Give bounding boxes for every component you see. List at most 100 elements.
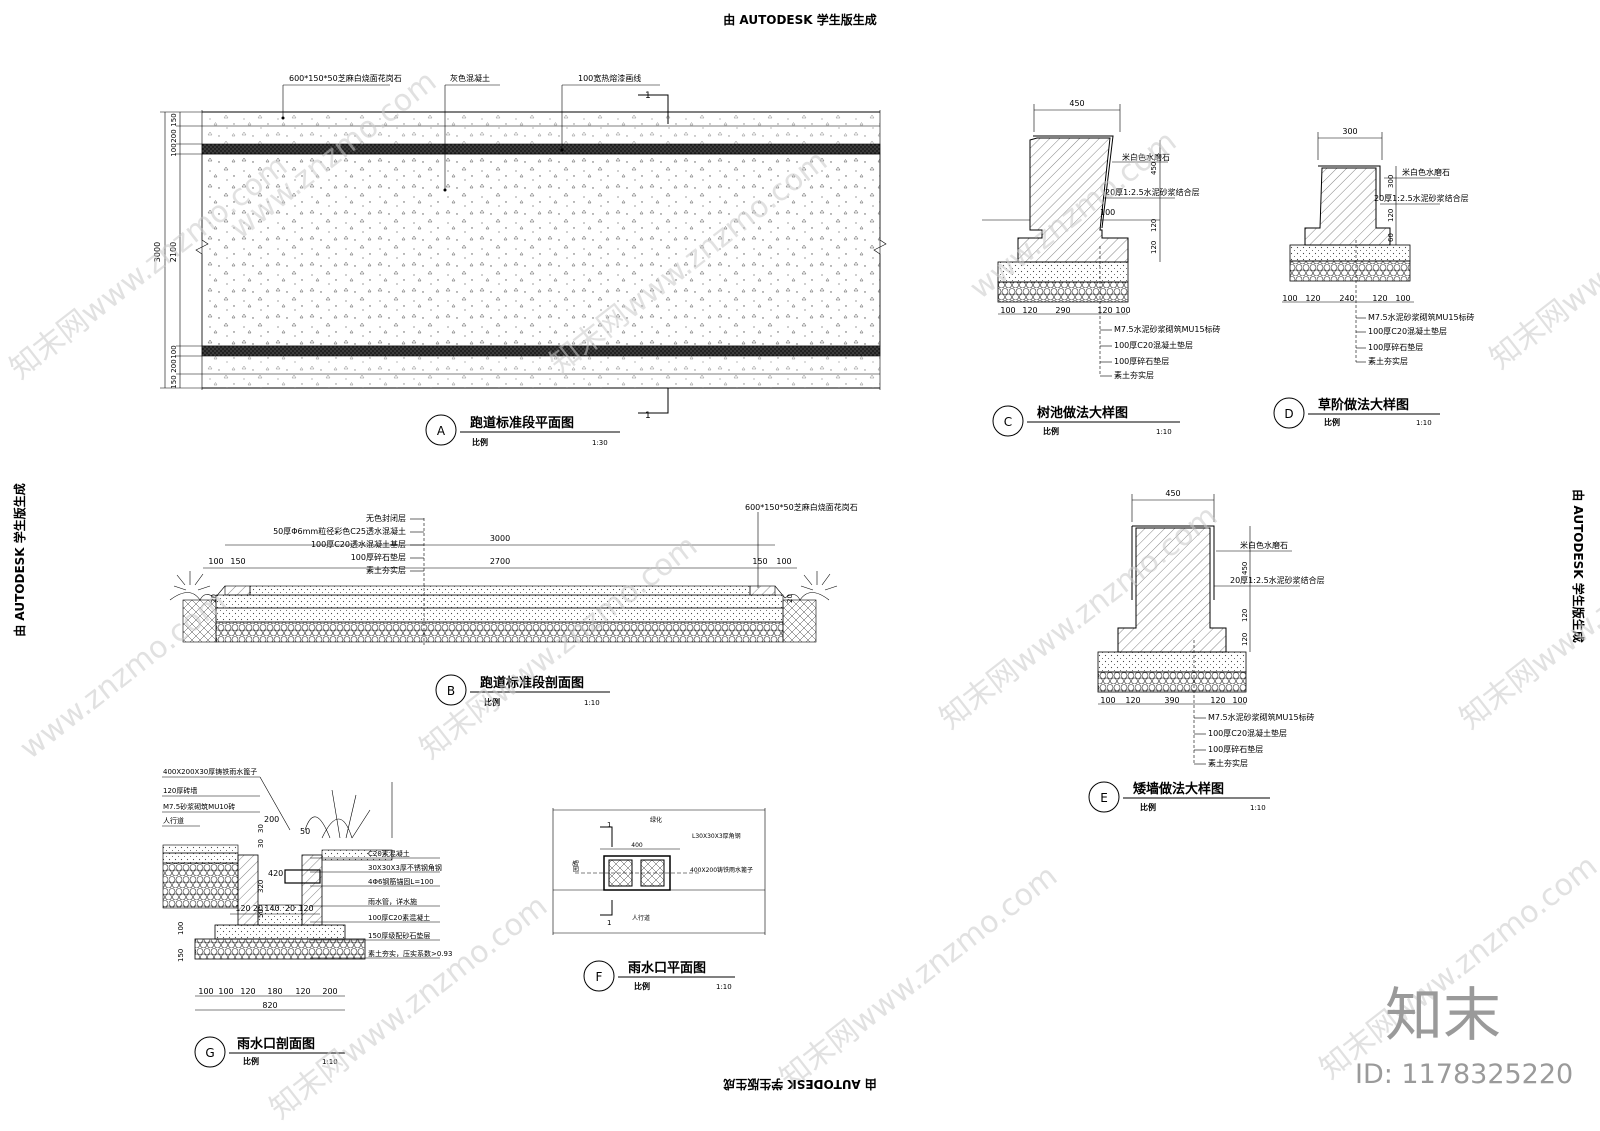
label-g-r2: 4Φ6钢筋锚固L=100 [368, 877, 434, 886]
dim-g-30a: 30 [257, 824, 265, 833]
drawing-c-detail: 450 米白色水磨石 20厚1:2.5水泥砂浆结合层 450 100 120 1… [982, 99, 1221, 437]
scale-b: 1:10 [584, 699, 600, 707]
title-c: 树池做法大样图 [1037, 405, 1128, 421]
label-e-stone: 米白色水磨石 [1240, 540, 1288, 550]
scale-label-a: 比例 [472, 437, 488, 447]
title-g-letter: G [205, 1046, 214, 1060]
dim-b-150-left: 150 [230, 557, 245, 566]
title-g: 雨水口剖面图 [237, 1036, 315, 1052]
title-d: 草阶做法大样图 [1318, 397, 1409, 413]
dim-g-i0: 120 [235, 904, 250, 913]
dim-e-b3: 120 [1210, 696, 1225, 705]
dim-b-20-left: 20 [210, 594, 218, 603]
label-g-l1: 120厚砖墙 [163, 786, 197, 795]
dim-d-b2: 240 [1339, 294, 1354, 303]
dim-c-b3: 120 [1097, 306, 1112, 315]
label-f-dim: 400 [631, 842, 643, 849]
scale-label-b: 比例 [484, 697, 500, 707]
dim-g-320: 320 [257, 880, 265, 893]
label-granite-a: 600*150*50芝麻白烧面花岗石 [289, 73, 402, 83]
title-e: 矮墙做法大样图 [1133, 781, 1224, 797]
dim-e-120b: 120 [1241, 633, 1249, 646]
drawing-d-detail: 300 米白色水磨石 20厚1:2.5水泥砂浆结合层 300 120 60 10… [1273, 127, 1475, 429]
dim-d-300: 300 [1387, 175, 1395, 188]
layer-e-1: 100厚C20混凝土垫层 [1208, 728, 1287, 738]
dim-g-100: 100 [177, 922, 185, 935]
label-c-stone: 米白色水磨石 [1122, 152, 1170, 162]
layer-c-0: M7.5水泥砂浆砌筑MU15标砖 [1114, 324, 1221, 334]
watermark-7: 知末网www.znzmo.com [413, 528, 704, 766]
dim-d-60: 60 [1387, 233, 1395, 242]
dim-d-b0: 100 [1282, 294, 1297, 303]
dim-d-b3: 120 [1372, 294, 1387, 303]
dim-g-150: 150 [177, 949, 185, 962]
title-e-letter: E [1100, 791, 1108, 805]
dim-c-100: 100 [1100, 208, 1115, 217]
scale-g: 1:10 [322, 1058, 338, 1066]
dim-a-3000: 3000 [153, 242, 162, 262]
layer-e-3: 素土夯实层 [1208, 758, 1248, 768]
dim-e-b2: 390 [1164, 696, 1179, 705]
label-g-l0: 400X200X30厚铸铁雨水篦子 [163, 767, 257, 776]
label-granite-b: 600*150*50芝麻白烧面花岗石 [745, 502, 858, 512]
label-f-walk: 人行道 [632, 914, 650, 922]
scale-f: 1:10 [716, 983, 732, 991]
dim-b-3000: 3000 [490, 534, 510, 543]
dim-g-b1: 100 [218, 987, 233, 996]
dim-b-150-right: 150 [752, 557, 767, 566]
dim-b-100-right: 100 [776, 557, 791, 566]
label-g-r5: 150厚级配砂石垫层 [368, 931, 430, 940]
layer-c-2: 100厚碎石垫层 [1114, 356, 1169, 366]
dim-g-b3: 180 [267, 987, 282, 996]
scale-label-d: 比例 [1324, 417, 1340, 427]
drawing-a-plan: 1 1 600*150*50芝麻白烧面花岗石 灰色混凝土 100宽热熔漆画线 3… [153, 73, 887, 447]
layer-d-2: 100厚碎石垫层 [1368, 342, 1423, 352]
dim-a-150-top: 150 [170, 113, 178, 126]
dim-c-120b: 120 [1150, 241, 1158, 254]
section-mark-bottom: 1 [645, 411, 651, 421]
scale-d: 1:10 [1416, 419, 1432, 427]
stripe-top [201, 143, 881, 155]
dim-g-200: 200 [264, 815, 279, 824]
label-f-grate: 400X200铸铁雨水篦子 [690, 866, 753, 874]
dim-a-200-top: 200 [170, 129, 178, 142]
drawing-e-detail: 450 米白色水磨石 20厚1:2.5水泥砂浆结合层 450 120 120 1… [1088, 489, 1325, 813]
label-c-mortar: 20厚1:2.5水泥砂浆结合层 [1105, 187, 1200, 197]
dim-g-b5: 200 [322, 987, 337, 996]
dim-b-2700: 2700 [490, 557, 510, 566]
scale-label-c: 比例 [1043, 426, 1059, 436]
dim-a-100-top: 100 [170, 143, 178, 156]
dim-c-b4: 100 [1115, 306, 1130, 315]
dim-g-420: 420 [268, 869, 283, 878]
title-f-letter: F [596, 970, 603, 984]
dim-c-b2: 290 [1055, 306, 1070, 315]
label-d-mortar: 20厚1:2.5水泥砂浆结合层 [1374, 193, 1469, 203]
dim-a-2100: 2100 [169, 242, 178, 262]
label-f-green: 绿化 [650, 816, 662, 824]
dim-e-450: 450 [1241, 562, 1249, 575]
layer-b-2: 100厚C20透水混凝土基层 [311, 539, 406, 549]
dim-c-top: 450 [1069, 99, 1084, 108]
dim-a-200-bottom: 200 [170, 359, 178, 372]
label-d-stone: 米白色水磨石 [1402, 167, 1450, 177]
dim-a-100-bottom: 100 [170, 345, 178, 358]
layer-d-0: M7.5水泥砂浆砌筑MU15标砖 [1368, 312, 1475, 322]
stamp-left: 由 AUTODESK 学生版生成 [12, 483, 27, 637]
layer-d-3: 素土夯实层 [1368, 356, 1408, 366]
dim-a-150-bottom: 150 [170, 375, 178, 388]
dim-e-b1: 120 [1125, 696, 1140, 705]
dim-g-50b: 50 [257, 909, 265, 918]
title-f: 雨水口平面图 [628, 960, 706, 976]
label-g-r4: 100厚C20素混凝土 [368, 913, 430, 922]
dim-g-b2: 120 [240, 987, 255, 996]
dim-c-450: 450 [1150, 162, 1158, 175]
label-g-l2: M7.5砂浆砌筑MU10砖 [163, 802, 235, 811]
dim-d-b1: 120 [1305, 294, 1320, 303]
label-f-angle: L30X30X3厚角钢 [692, 832, 741, 840]
watermark-12: 知末网www.znzmo.com [1313, 848, 1600, 1086]
layer-c-1: 100厚C20混凝土垫层 [1114, 340, 1193, 350]
title-b-letter: B [447, 684, 455, 698]
scale-label-e: 比例 [1140, 802, 1156, 812]
title-d-letter: D [1284, 407, 1293, 421]
